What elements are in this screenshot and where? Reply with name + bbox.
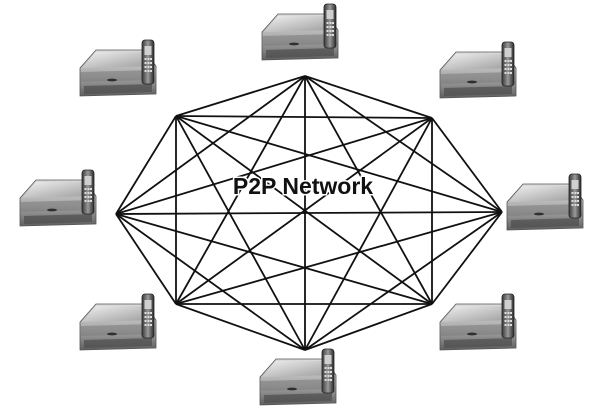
mesh-link (305, 304, 432, 350)
mesh-link (116, 214, 432, 304)
mesh-link (305, 118, 432, 350)
computer-with-phone-icon (262, 4, 338, 60)
computer-with-phone-icon (440, 42, 516, 98)
mesh-edges (116, 76, 502, 350)
mesh-link (116, 214, 176, 304)
computer-with-phone-icon (20, 170, 96, 226)
mesh-link (176, 212, 502, 304)
mesh-link (176, 116, 432, 118)
mesh-link (432, 212, 502, 304)
diagram-title: P2P Network (233, 173, 373, 199)
mesh-link (176, 304, 305, 350)
computer-with-phone-icon (440, 294, 516, 350)
computer-with-phone-icon (507, 174, 583, 230)
computer-with-phone-icon (80, 40, 156, 96)
computer-with-phone-icon (260, 349, 336, 405)
computer-with-phone-icon (80, 294, 156, 350)
mesh-link (432, 118, 502, 212)
mesh-link (176, 116, 305, 350)
